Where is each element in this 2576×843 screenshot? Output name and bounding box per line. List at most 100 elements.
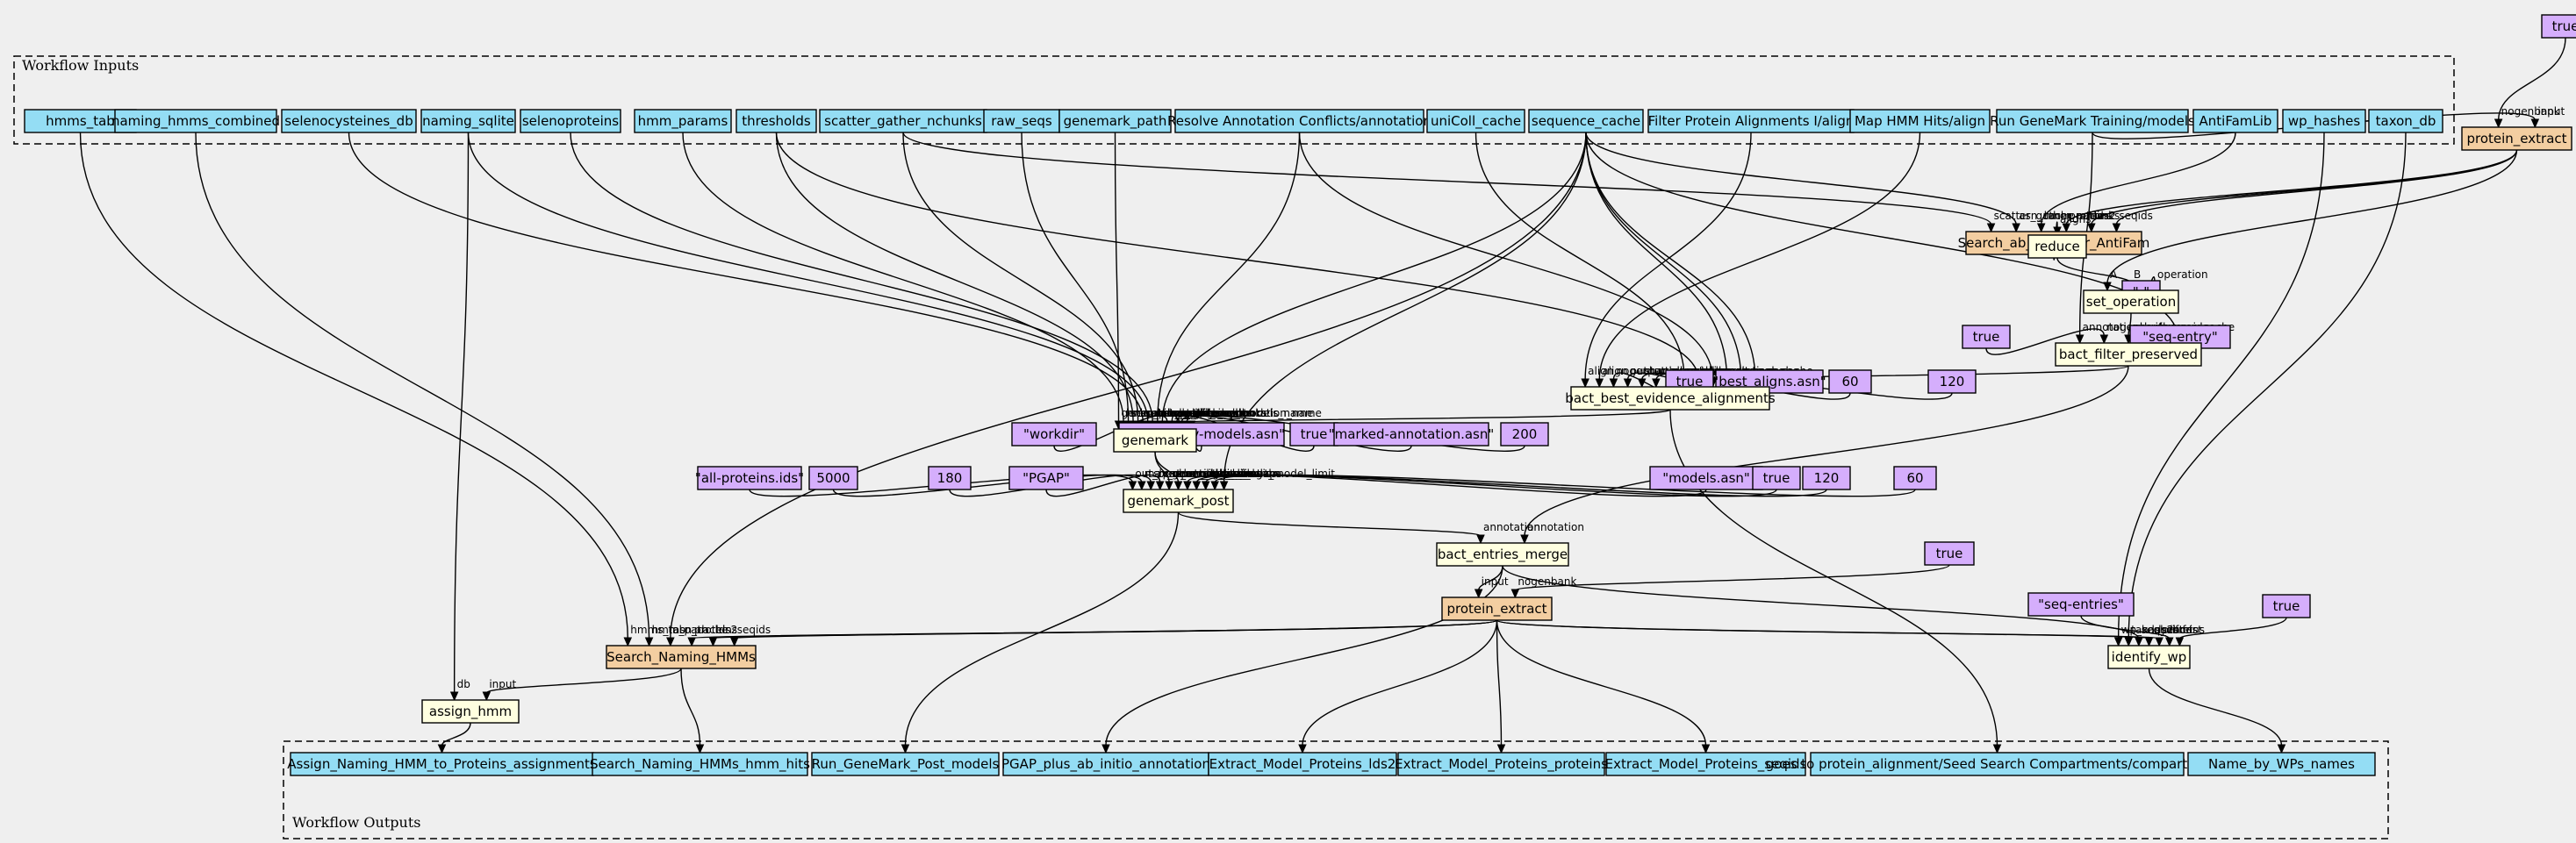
edge-label: A (2110, 268, 2118, 281)
node-c-true-fast[interactable]: true (2262, 594, 2311, 618)
node-in-rungenemark[interactable]: Run GeneMark Training/models (1990, 109, 2195, 133)
node-in-taxon-db[interactable]: taxon_db (2368, 109, 2443, 133)
node-label: bact_best_evidence_alignments (1565, 390, 1776, 407)
node-box (735, 109, 817, 133)
node-in-naming-sqlite[interactable]: naming_sqlite (420, 109, 516, 133)
node-in-maphmm[interactable]: Map HMM Hits/align (1849, 109, 1991, 133)
node-box (634, 109, 732, 133)
node-c-5000[interactable]: 5000 (808, 466, 858, 490)
node-c-120-a[interactable]: 120 (1927, 369, 1977, 394)
node-in-antifamlib[interactable]: AntiFamLib (2192, 109, 2278, 133)
edge-sw_protein_extract-to-sw_search_naming: lds2 (708, 619, 1498, 647)
node-in-selenoproteins[interactable]: selenoproteins (520, 109, 621, 133)
node-out-run-gm-post[interactable]: Run_GeneMark_Post_models (811, 752, 1000, 776)
node-out-seqids[interactable]: Extract_Model_Proteins_seqids (1605, 752, 1807, 776)
edge-in_naming_sqlite-to-st_genemark: unicoll_sqlite (467, 132, 1218, 431)
node-box (2027, 234, 2087, 259)
node-box (1441, 597, 1553, 621)
edge-st_bact_filter-to-st_bact_entries: annotation (1520, 365, 2129, 545)
node-box (2187, 752, 2376, 776)
node-out-pgap[interactable]: PGAP_plus_ab_initio_annotation (1001, 752, 1210, 776)
edge-label: nogenbank (1199, 468, 1258, 480)
node-in-unicoll[interactable]: uniColl_cache (1426, 109, 1525, 133)
node-box (1528, 109, 1644, 133)
node-in-raw-seqs[interactable]: raw_seqs (983, 109, 1060, 133)
node-st-identify-wp[interactable]: identify_wp (2107, 645, 2191, 669)
node-in-resolve[interactable]: Resolve Annotation Conflicts/annotation (1167, 109, 1432, 133)
edge-label: taxon_db (2131, 624, 2179, 636)
edge-arrowhead (2087, 223, 2096, 233)
node-c-pgap[interactable]: "PGAP" (1008, 466, 1084, 490)
node-label: bact_filter_preserved (2059, 346, 2198, 363)
node-label: wp_hashes (2288, 113, 2361, 130)
edge-label: alignments (1194, 407, 1252, 419)
node-label: Filter Protein Alignments I/align (1648, 113, 1855, 129)
node-st-bact-best[interactable]: bact_best_evidence_alignments (1565, 386, 1776, 411)
node-c-true-bfp[interactable]: true (1962, 325, 2011, 349)
node-c-200[interactable]: 200 (1500, 422, 1549, 447)
edge-arrowhead (901, 744, 910, 754)
node-box (1849, 109, 1991, 133)
node-out-goes-to[interactable]: goes to protein_alignment/Seed Search Co… (1766, 752, 2229, 776)
node-c-seq-entries[interactable]: "seq-entries" (2027, 592, 2135, 617)
node-c-true-pe[interactable]: true (1924, 541, 1975, 566)
node-st-assign-hmm[interactable]: assign_hmm (421, 699, 520, 724)
edge-label: wp_hashes (2121, 624, 2179, 636)
node-label: thresholds (742, 113, 811, 129)
node-box (1752, 466, 1801, 490)
node-in-filter[interactable]: Filter Protein Alignments I/align (1647, 109, 1855, 133)
node-out-name-by-wp[interactable]: Name_by_WPs_names (2187, 752, 2376, 776)
node-box (421, 699, 520, 724)
node-c-models[interactable]: "models.asn" (1649, 466, 1763, 490)
node-c-60-a[interactable]: 60 (1828, 369, 1872, 394)
node-c-marked[interactable]: "marked-annotation.asn" (1329, 422, 1495, 447)
node-out-lds2[interactable]: Extract_Model_Proteins_lds2 (1208, 752, 1397, 776)
edge-label: hmm_path (652, 624, 708, 636)
edge-in_sequence_cache-to-sw_search_antifam: asn_cache (1585, 132, 2074, 233)
node-c-true-top[interactable]: true (2541, 14, 2576, 39)
node-in-thresholds[interactable]: thresholds (735, 109, 817, 133)
node-box (1436, 542, 1569, 567)
edge-arrowhead (1701, 744, 1711, 754)
node-sw-protein-extract-top[interactable]: protein_extract (2461, 126, 2572, 151)
node-st-set-operation[interactable]: set_operation (2083, 289, 2179, 314)
node-st-bact-entries[interactable]: bact_entries_merge (1436, 542, 1569, 567)
edge-label: sequences (2142, 624, 2198, 636)
node-sw-search-naming[interactable]: Search_Naming_HMMs (606, 645, 757, 669)
node-label: naming_sqlite (422, 113, 514, 130)
node-in-naming-hmms-combined[interactable]: naming_hmms_combined (111, 109, 280, 133)
node-box (1397, 752, 1605, 776)
edge-c_60_b-to-st_genemark_post: abs_short_model_limit (1210, 468, 1916, 497)
edge-label: operation (2157, 268, 2208, 281)
node-out-assign[interactable]: Assign_Naming_HMM_to_Proteins_assignment… (287, 752, 597, 776)
node-label: raw_seqs (991, 113, 1052, 130)
node-in-selenocysteines-db[interactable]: selenocysteines_db (281, 109, 417, 133)
edge-arrowhead (1210, 481, 1219, 491)
edge-arrowhead (1623, 378, 1632, 389)
node-label: PGAP_plus_ab_initio_annotation (1001, 756, 1210, 773)
node-in-scatter[interactable]: scatter_gather_nchunks (819, 109, 987, 133)
node-st-reduce[interactable]: reduce (2027, 234, 2087, 259)
node-label: "seq-entries" (2038, 597, 2124, 612)
node-c-120-b[interactable]: 120 (1802, 466, 1851, 490)
node-box (1647, 109, 1855, 133)
node-st-genemark-post[interactable]: genemark_post (1123, 489, 1234, 513)
node-c-true-gp[interactable]: true (1752, 466, 1801, 490)
node-in-sequence-cache[interactable]: sequence_cache (1528, 109, 1644, 133)
node-out-search-hits[interactable]: Search_Naming_HMMs_hmm_hits (590, 752, 810, 776)
node-in-genemark-path[interactable]: genemark_path (1058, 109, 1172, 133)
edge-label: abs_short_model_limit (1217, 468, 1335, 480)
node-sw-protein-extract[interactable]: protein_extract (1441, 597, 1553, 621)
node-out-proteins[interactable]: Extract_Model_Proteins_proteins (1395, 752, 1608, 776)
node-in-wp-hashes[interactable]: wp_hashes (2282, 109, 2366, 133)
node-c-workdir[interactable]: "workdir" (1011, 422, 1097, 447)
node-c-60-b[interactable]: 60 (1893, 466, 1937, 490)
node-st-genemark[interactable]: genemark (1113, 428, 1197, 453)
node-c-allprot[interactable]: "all-proteins.ids" (695, 466, 804, 490)
node-in-hmm-params[interactable]: hmm_params (634, 109, 732, 133)
node-st-bact-filter[interactable]: bact_filter_preserved (2055, 342, 2202, 367)
workflow-outputs-cluster (283, 740, 2389, 839)
node-box (281, 109, 417, 133)
edge-sw_protein_extract-to-out_proteins (1496, 619, 1506, 754)
node-c-180[interactable]: 180 (928, 466, 972, 490)
